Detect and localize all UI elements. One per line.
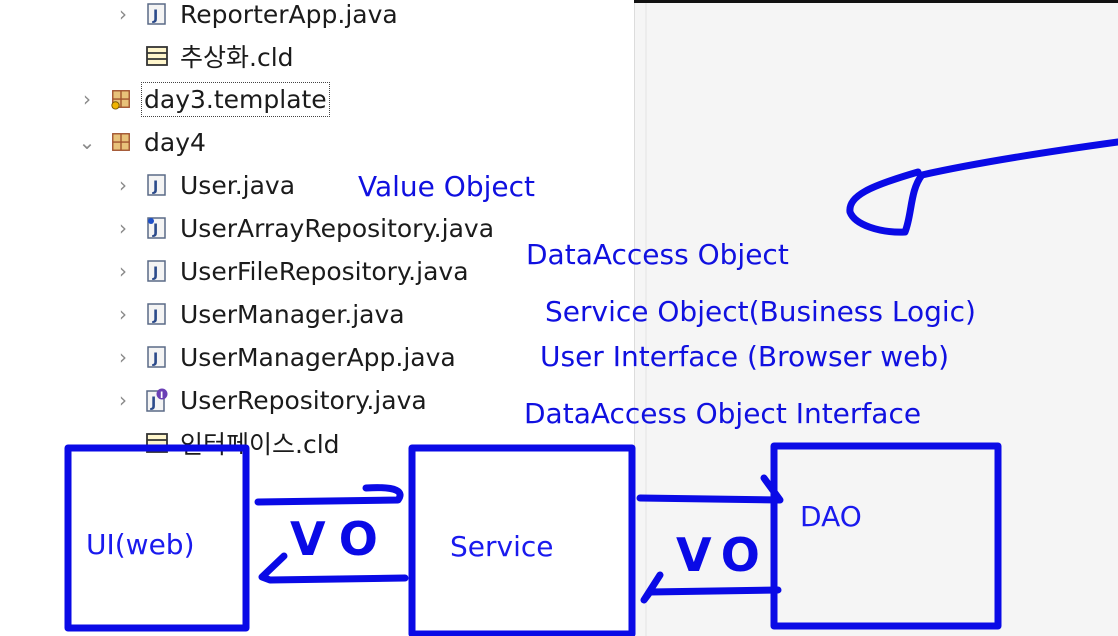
package-icon [110,87,132,111]
java-file-icon: J [146,345,168,369]
ui-box-label: UI(web) [86,528,195,561]
tree-item-label: ReporterApp.java [180,0,398,29]
java-file-icon: J [146,302,168,326]
class-diagram-icon [146,44,168,68]
vo-label-right: VO [676,528,770,582]
chevron-down-icon[interactable]: ⌄ [78,130,96,154]
tree-item-day3-template[interactable]: › day3.template [76,79,330,119]
svg-text:J: J [152,351,158,367]
tree-item-label: UserArrayRepository.java [180,213,495,243]
service-box-label: Service [450,530,554,563]
chevron-right-icon[interactable]: › [119,388,127,412]
chevron-right-icon[interactable]: › [119,216,127,240]
tree-item-day4[interactable]: ⌄ day4 [76,122,206,162]
java-file-icon: J [146,173,168,197]
svg-text:J: J [152,8,158,24]
svg-text:J: J [152,308,158,324]
svg-text:J: J [152,179,158,195]
tree-item-label: day4 [144,127,206,157]
tree-item-label: UserFileRepository.java [180,256,469,286]
java-file-icon: J [146,2,168,26]
tree-item-label: day3.template [141,81,330,117]
tree-item-label: 인터페이스.cld [180,430,340,459]
java-file-icon: J [146,216,168,240]
java-file-icon: J [146,259,168,283]
annotation-user-interface: User Interface (Browser web) [540,340,950,373]
svg-text:J: J [150,395,156,411]
tree-item-userfilerepository[interactable]: › J UserFileRepository.java [112,251,469,291]
chevron-right-icon[interactable]: › [83,87,91,111]
svg-text:J: J [152,222,158,238]
tree-item-label: 추상화.cld [180,43,294,72]
annotation-service-object: Service Object(Business Logic) [545,295,976,328]
annotation-dao-interface: DataAccess Object Interface [524,397,922,430]
vo-label-left: VO [290,512,392,566]
tree-item-abstraction-cld[interactable]: 추상화.cld [146,36,294,76]
chevron-right-icon[interactable]: › [119,345,127,369]
tree-item-userarrayrepository[interactable]: › J UserArrayRepository.java [112,208,494,248]
class-diagram-icon [146,431,168,455]
dao-box-label: DAO [800,500,862,533]
tree-item-user-java[interactable]: › J User.java [112,165,295,205]
tree-item-label: UserManagerApp.java [180,342,456,372]
chevron-right-icon[interactable]: › [119,302,127,326]
tree-item-interface-cld[interactable]: 인터페이스.cld [146,423,340,463]
tree-item-usermanagerapp[interactable]: › J UserManagerApp.java [112,337,456,377]
tree-item-label: User.java [180,170,296,200]
annotation-data-access-object: DataAccess Object [526,238,789,271]
tree-item-usermanager[interactable]: › J UserManager.java [112,294,405,334]
chevron-right-icon[interactable]: › [119,173,127,197]
svg-text:I: I [160,391,163,401]
tree-item-label: UserRepository.java [180,385,427,415]
chevron-right-icon[interactable]: › [119,259,127,283]
svg-text:J: J [152,265,158,281]
tree-item-label: UserManager.java [180,299,405,329]
chevron-right-icon[interactable]: › [119,2,127,26]
annotation-value-object: Value Object [358,170,535,203]
tree-item-reporterapp[interactable]: › J ReporterApp.java [112,0,398,34]
package-icon [110,130,132,154]
pane-top-border [634,0,1118,3]
